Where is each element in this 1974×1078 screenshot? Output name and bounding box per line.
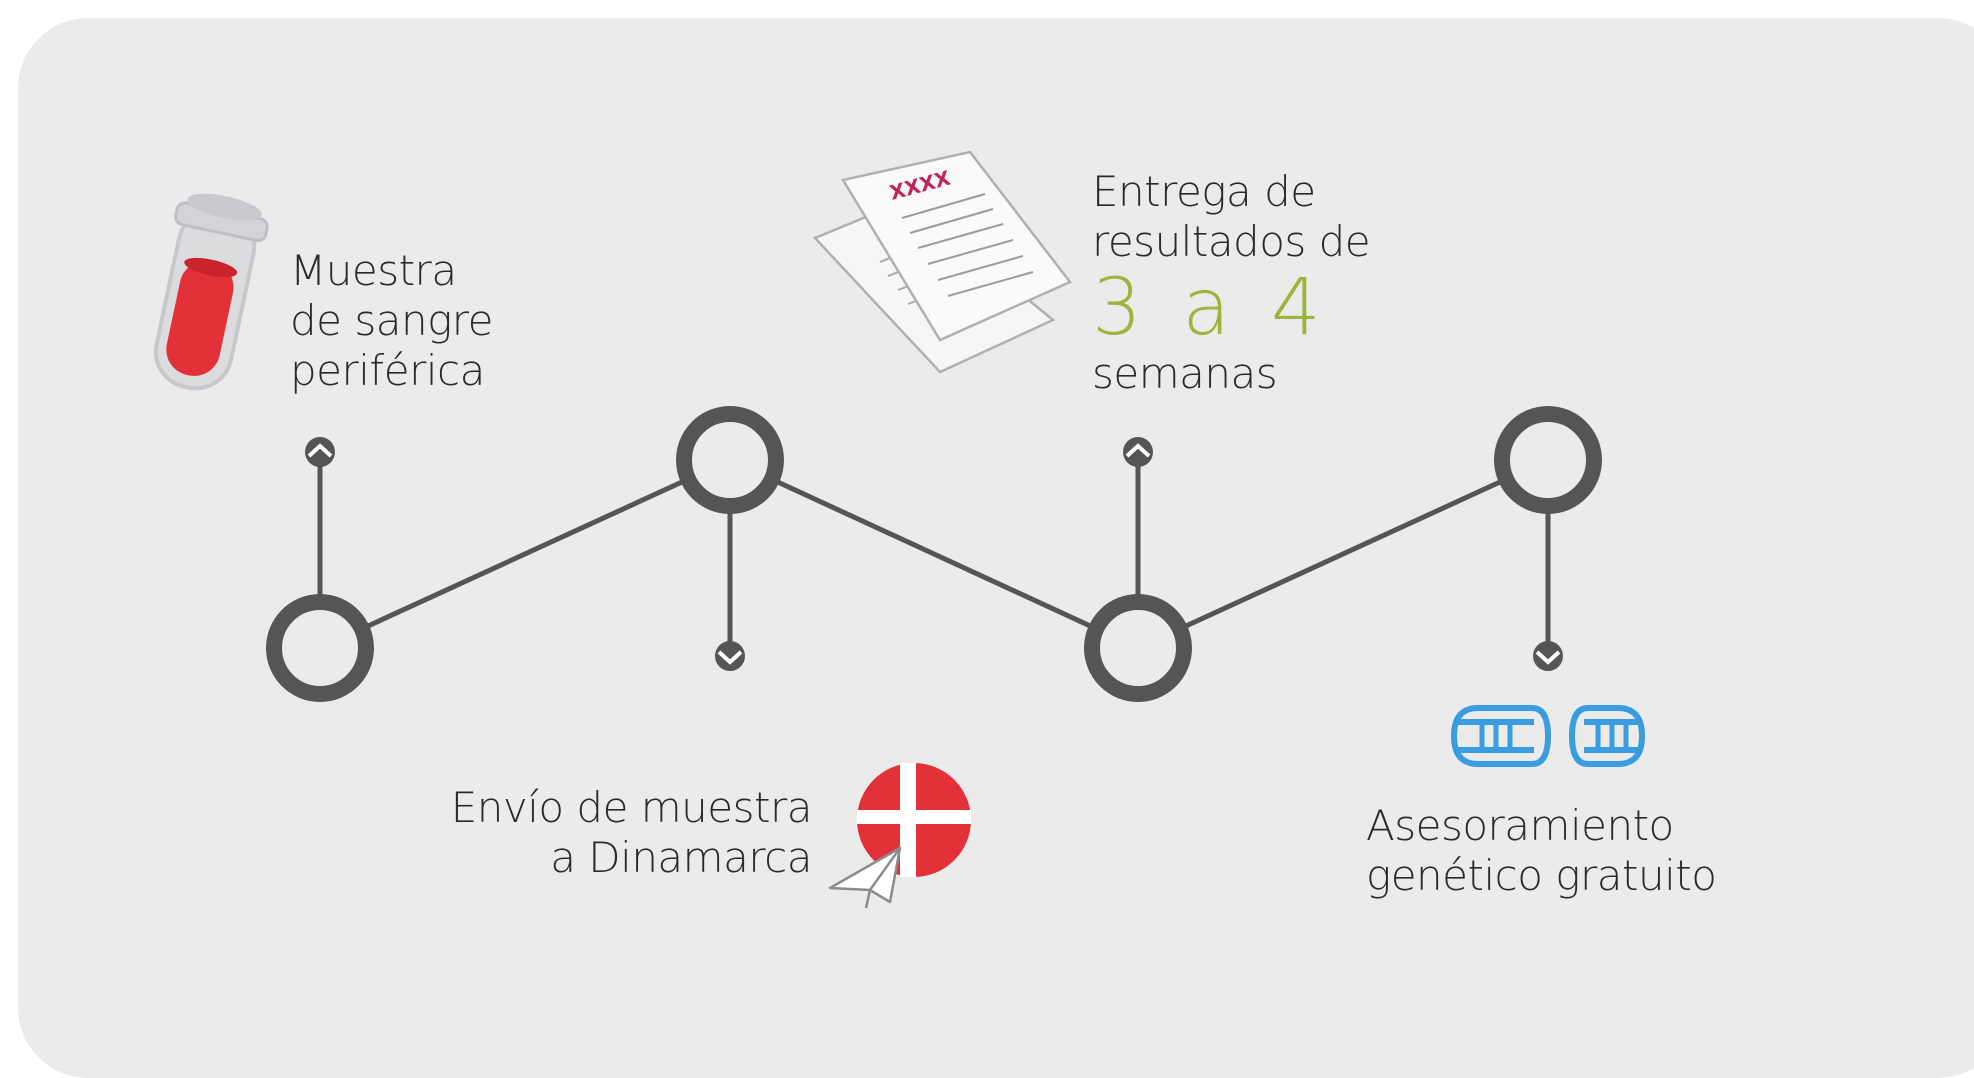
timeline-node-3	[1084, 594, 1192, 702]
connector-2-3	[728, 457, 1140, 651]
denmark-flag-paper-plane-icon	[828, 763, 971, 909]
step-3-line-4: semanas	[1092, 349, 1278, 398]
test-tube-icon	[153, 193, 269, 391]
up-arrow-icon	[305, 437, 335, 467]
step-1-line-3: periférica	[290, 346, 485, 395]
timeline-diagram: XXXX	[153, 150, 1646, 909]
timeline-node-4	[1494, 406, 1602, 514]
timeline-connectors	[318, 457, 1550, 651]
step-2-label: Envío de muestra a Dinamarca	[450, 783, 813, 883]
connector-1-2	[318, 457, 732, 651]
step-2-line-1: Envío de muestra	[450, 783, 813, 832]
step-2-line-2: a Dinamarca	[550, 833, 812, 882]
up-arrow-icon	[1123, 437, 1153, 467]
down-arrow-icon	[715, 641, 745, 671]
step-3-duration: 3 a 4	[1092, 263, 1329, 353]
dna-icon	[1450, 705, 1646, 767]
step-1-line-1: Muestra	[290, 246, 457, 295]
timeline-node-2	[676, 406, 784, 514]
step-3-label: Entrega de resultados de 3 a 4 semanas	[1092, 167, 1371, 399]
step-4-label: Asesoramiento genético gratuito	[1366, 801, 1717, 901]
connector-3-4	[1136, 457, 1550, 651]
step-4-line-1: Asesoramiento	[1366, 801, 1674, 850]
step-4-line-2: genético gratuito	[1366, 851, 1717, 900]
step-3-line-1: Entrega de	[1092, 167, 1316, 216]
timeline-node-1	[266, 594, 374, 702]
down-arrow-icon	[1533, 641, 1563, 671]
timeline-stems	[317, 458, 1551, 650]
document-icon	[812, 150, 1072, 374]
step-1-label: Muestra de sangre periférica	[290, 246, 493, 396]
step-3-line-2: resultados de	[1092, 217, 1371, 266]
step-1-line-2: de sangre	[290, 296, 493, 345]
